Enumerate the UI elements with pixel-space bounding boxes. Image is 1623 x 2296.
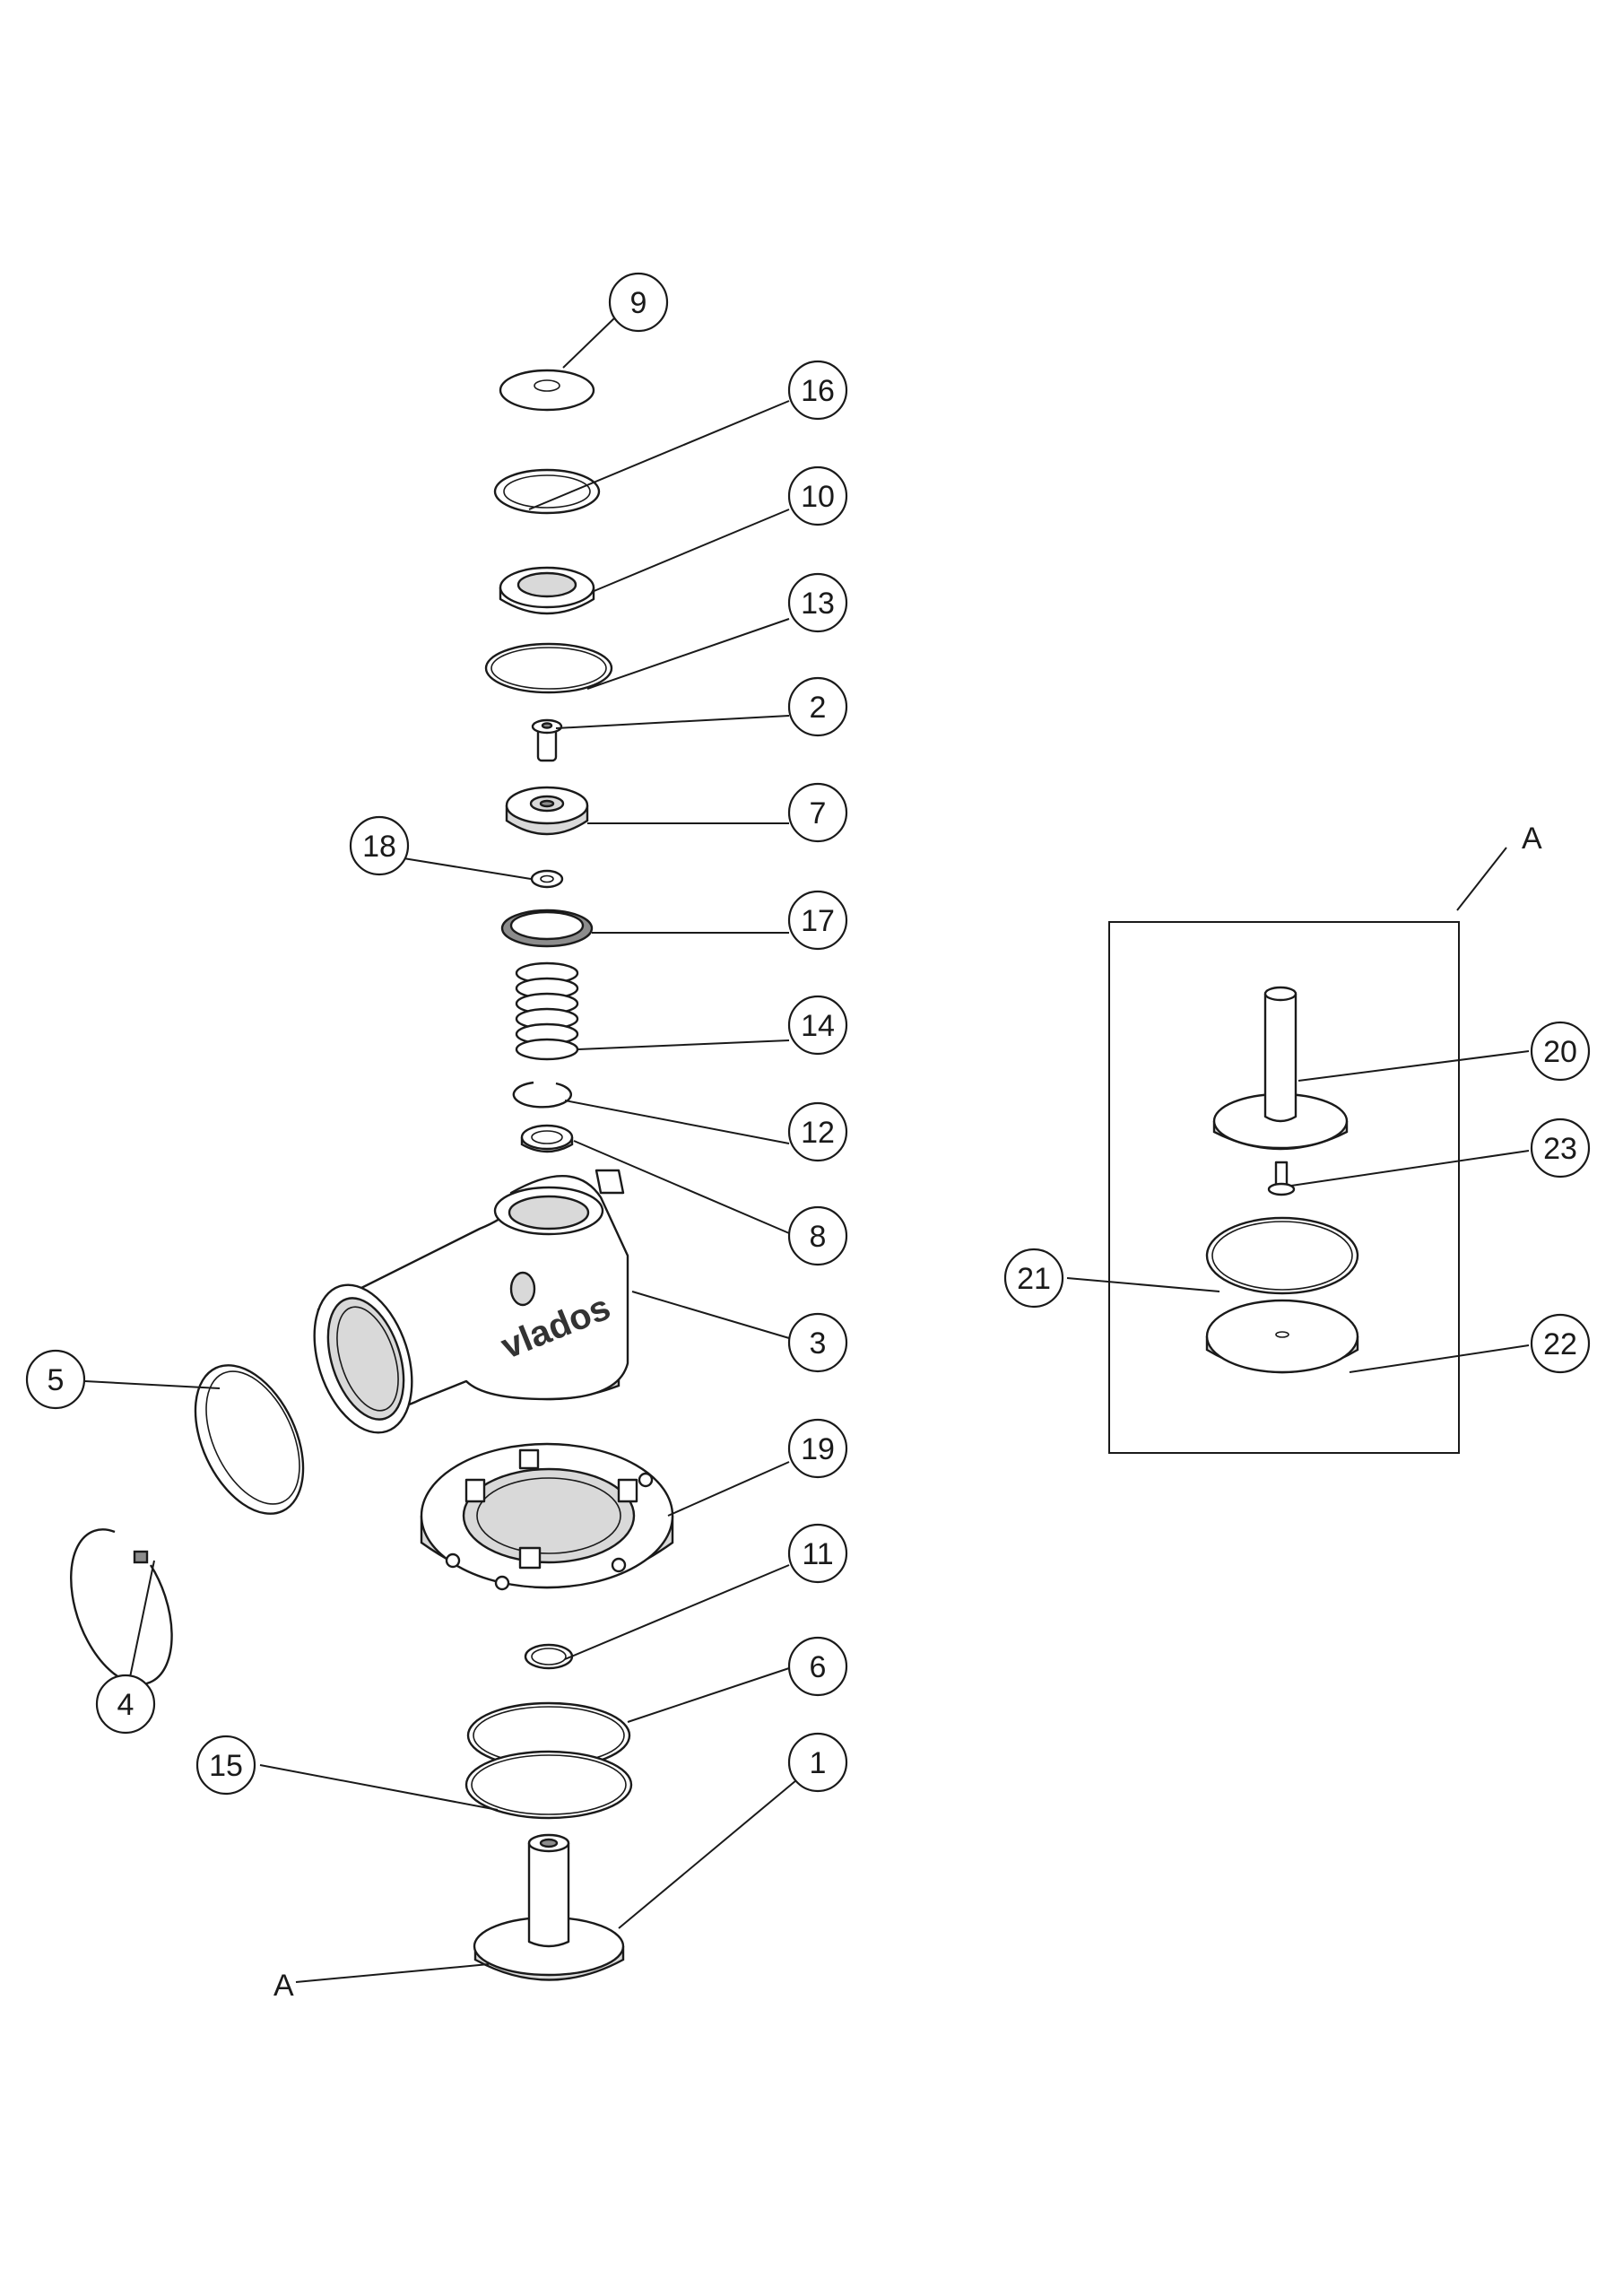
part-20-stem-disc	[1212, 986, 1349, 1151]
part-4-retaining-ring	[70, 1528, 173, 1686]
balloon-2: 2	[787, 676, 848, 737]
svg-text:6: 6	[810, 1650, 827, 1684]
part-10-cover-plate	[499, 566, 595, 615]
part-1-valve-stem	[473, 1833, 625, 1981]
part-14-spring	[515, 961, 579, 1061]
balloon-17: 17	[787, 890, 848, 951]
balloon-6: 6	[787, 1636, 848, 1697]
part-18-small-washer	[530, 869, 564, 889]
balloon-10: 10	[787, 465, 848, 526]
balloon-5: 5	[25, 1349, 86, 1410]
svg-text:16: 16	[801, 374, 835, 408]
balloon-20: 20	[1530, 1021, 1591, 1082]
balloon-18: 18	[349, 815, 410, 876]
balloon-8: 8	[787, 1205, 848, 1266]
svg-text:18: 18	[362, 830, 396, 864]
balloon-15: 15	[195, 1735, 256, 1796]
svg-text:13: 13	[801, 587, 835, 621]
svg-text:14: 14	[801, 1009, 835, 1043]
part-5-sleeve-ring	[194, 1364, 305, 1515]
part-21-detail-o-ring	[1205, 1216, 1359, 1295]
svg-text:3: 3	[810, 1326, 827, 1361]
part-8-bushing	[520, 1124, 574, 1153]
svg-text:21: 21	[1017, 1262, 1051, 1296]
svg-text:2: 2	[810, 691, 827, 725]
part-22-detail-disc	[1205, 1299, 1359, 1374]
balloon-19: 19	[787, 1418, 848, 1479]
svg-text:5: 5	[48, 1363, 65, 1397]
part-3-valve-body: vlados	[313, 1169, 629, 1434]
part-17-seal-ring	[500, 909, 594, 948]
svg-text:7: 7	[810, 796, 827, 831]
svg-text:15: 15	[209, 1749, 243, 1783]
svg-text:17: 17	[801, 904, 835, 938]
part-7-piston	[505, 786, 589, 836]
part-15-o-ring-lower	[464, 1750, 633, 1820]
svg-text:23: 23	[1543, 1132, 1577, 1166]
part-11-o-ring-small	[524, 1643, 574, 1670]
svg-text:19: 19	[801, 1432, 835, 1466]
balloon-3: 3	[787, 1312, 848, 1373]
part-13-o-ring	[484, 642, 613, 694]
svg-text:1: 1	[810, 1746, 827, 1780]
balloon-14: 14	[787, 995, 848, 1056]
svg-text:4: 4	[117, 1688, 135, 1722]
balloon-16: 16	[787, 360, 848, 421]
balloon-11: 11	[787, 1523, 848, 1584]
svg-text:22: 22	[1543, 1327, 1577, 1361]
svg-text:8: 8	[810, 1220, 827, 1254]
part-9-cap-disc	[499, 369, 595, 412]
balloon-12: 12	[787, 1101, 848, 1162]
part-16-snap-ring	[493, 468, 601, 515]
balloon-4: 4	[95, 1674, 156, 1735]
svg-text:9: 9	[630, 286, 647, 320]
svg-text:10: 10	[801, 480, 835, 514]
balloon-22: 22	[1530, 1313, 1591, 1374]
balloon-13: 13	[787, 572, 848, 633]
part-19-flange-base	[420, 1442, 674, 1591]
section-marker-label: A	[273, 1969, 294, 2003]
detail-view-a-frame	[1108, 921, 1460, 1454]
balloon-23: 23	[1530, 1118, 1591, 1178]
part-12-circlip	[512, 1081, 572, 1109]
balloon-9: 9	[608, 272, 669, 333]
svg-text:12: 12	[801, 1116, 835, 1150]
balloon-7: 7	[787, 782, 848, 843]
svg-text:11: 11	[802, 1537, 833, 1571]
detail-view-label: A	[1522, 822, 1542, 856]
part-23-detail-screw	[1267, 1161, 1296, 1196]
svg-text:20: 20	[1543, 1035, 1577, 1069]
leader-lines	[84, 315, 1530, 1983]
balloon-1: 1	[787, 1732, 848, 1793]
part-2-screw	[531, 718, 563, 762]
balloon-21: 21	[1003, 1248, 1064, 1309]
